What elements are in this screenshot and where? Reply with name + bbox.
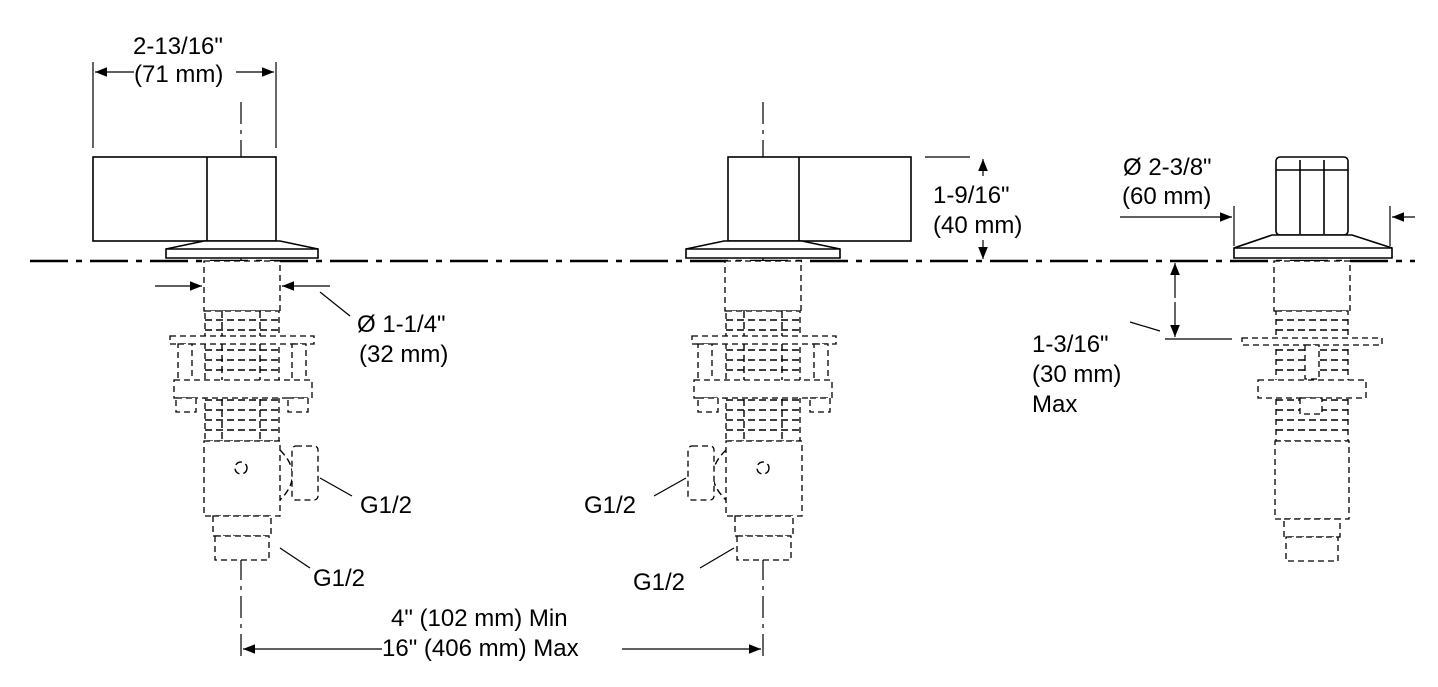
- handle-height-mm-label: (40 mm): [933, 212, 1022, 239]
- middle-handle: [727, 156, 912, 242]
- middle-bottom-connection-label: G1/2: [633, 569, 685, 596]
- left-valve: [92, 102, 319, 662]
- spout-escutcheon: [1233, 234, 1393, 259]
- left-handle: [92, 156, 277, 242]
- handle-width-inch-label: 2-13/16": [133, 33, 223, 60]
- shank-diameter-inch-label: Ø 1-1/4": [357, 311, 446, 338]
- middle-side-connection-label: G1/2: [584, 492, 636, 519]
- deck-thickness-inch-label: 1-3/16": [1032, 331, 1109, 358]
- shank-diameter-mm-label: (32 mm): [359, 341, 448, 368]
- handle-width-mm-label: (71 mm): [134, 61, 223, 88]
- middle-valve: [685, 102, 912, 662]
- spacing-max-label: 16" (406 mm) Max: [382, 635, 579, 662]
- spout-diameter-mm-label: (60 mm): [1122, 183, 1211, 210]
- deck-thickness-max-label: Max: [1032, 391, 1077, 418]
- handle-height-inch-label: 1-9/16": [933, 182, 1010, 209]
- left-side-connection-label: G1/2: [360, 492, 412, 519]
- right-spout: [1233, 156, 1393, 562]
- spacing-min-label: 4" (102 mm) Min: [391, 605, 568, 632]
- left-bottom-connection-label: G1/2: [313, 565, 365, 592]
- spout-knob: [1275, 156, 1349, 236]
- spout-diameter-inch-label: Ø 2-3/8": [1123, 154, 1212, 181]
- deck-thickness-mm-label: (30 mm): [1032, 361, 1121, 388]
